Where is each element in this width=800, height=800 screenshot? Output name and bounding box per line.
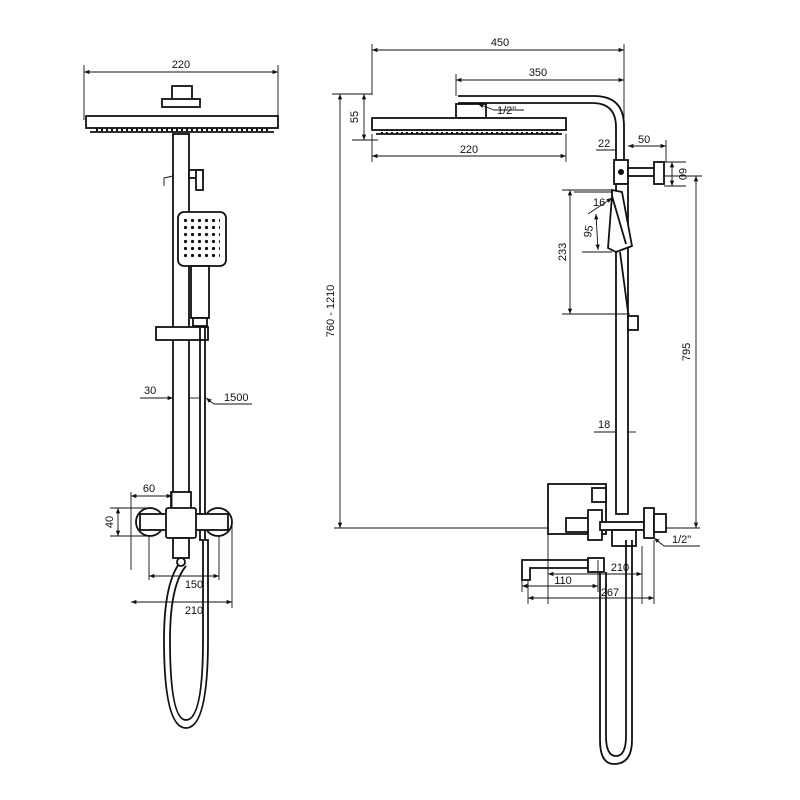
dim-overall-depth-label: 267 [601, 587, 619, 599]
dim-head-width-side-label: 220 [460, 144, 478, 156]
dimension-handset-angle: 16 [574, 191, 613, 215]
dim-bracket-width-label: 50 [638, 134, 650, 146]
dimension-handle-width: 60 [130, 483, 173, 570]
shower-arm-side [371, 95, 625, 175]
dimension-mixer-depth: 210 [547, 534, 643, 604]
dimension-head-height: 55 [349, 93, 378, 141]
dimension-hose-length: 1500 [205, 392, 252, 405]
hand-shower-front [177, 211, 227, 327]
dim-bracket-offset-label: 22 [598, 138, 610, 150]
dim-pipe-diameter-label: 30 [144, 385, 156, 397]
dimension-bracket-width: 50 [628, 134, 667, 162]
dim-bracket-height-label: 60 [676, 168, 688, 180]
dim-inlet-spacing-label: 150 [185, 579, 203, 591]
dimension-column-height: 795 [664, 175, 702, 528]
thermostatic-mixer-side [521, 483, 667, 765]
shower-column-side [613, 159, 665, 515]
hand-shower-side [607, 188, 634, 318]
dim-pipe-offset-label: 18 [598, 419, 610, 431]
thermostatic-mixer-front [135, 491, 233, 567]
dim-hose-length-label: 1500 [224, 392, 248, 404]
side-view: 450 350 55 1/2" [325, 37, 702, 765]
dimension-inlet-spacing: 150 [148, 536, 220, 591]
shower-hose-front [163, 326, 209, 729]
dimension-arm-length: 350 [455, 67, 624, 96]
dim-arm-length-label: 350 [529, 67, 547, 79]
dim-height-range-label: 760 - 1210 [325, 285, 337, 338]
mixer-inlet-thread-callout: 1/2" [653, 534, 700, 547]
dim-column-height-label: 795 [681, 343, 693, 361]
dimension-height-range: 760 - 1210 [325, 93, 372, 528]
dimension-pipe-diameter-front: 30 [140, 385, 199, 401]
dim-head-height-label: 55 [349, 111, 361, 123]
dim-mixer-width-front-label: 210 [185, 605, 203, 617]
inlet-thread-callout-top: 1/2" [477, 103, 524, 117]
dimension-head-width-front: 220 [83, 59, 279, 120]
dimension-bracket-height: 60 [664, 161, 688, 187]
dim-total-width-label: 450 [491, 37, 509, 49]
dim-handle-width-label: 60 [143, 483, 155, 495]
dimension-handset-width: 95 [582, 213, 612, 253]
dim-handset-width-label: 95 [582, 224, 596, 238]
front-view: 220 [83, 59, 279, 729]
dimension-valve-height: 40 [104, 507, 150, 537]
dim-inlet-thread-label: 1/2" [497, 105, 516, 117]
dimension-head-width-side: 220 [371, 134, 567, 162]
rain-shower-head-front [85, 85, 279, 133]
dim-holder-range-label: 233 [557, 243, 569, 261]
dim-handset-angle-label: 16 [593, 197, 605, 209]
dimension-holder-range: 233 [557, 189, 630, 315]
dimension-total-width: 450 [371, 37, 625, 140]
dimension-mixer-width-front: 210 [131, 522, 233, 617]
dim-mixer-inlet-thread-label: 1/2" [672, 534, 691, 546]
dimension-pipe-offset: 18 [594, 419, 636, 433]
dim-mixer-depth-label: 210 [611, 562, 629, 574]
dim-spout-length-label: 110 [554, 575, 572, 587]
dimension-bracket-offset: 22 [596, 138, 617, 160]
dim-valve-height-label: 40 [104, 516, 116, 528]
dim-head-width-front-label: 220 [172, 59, 190, 71]
dimension-overall-depth: 267 [527, 540, 655, 604]
